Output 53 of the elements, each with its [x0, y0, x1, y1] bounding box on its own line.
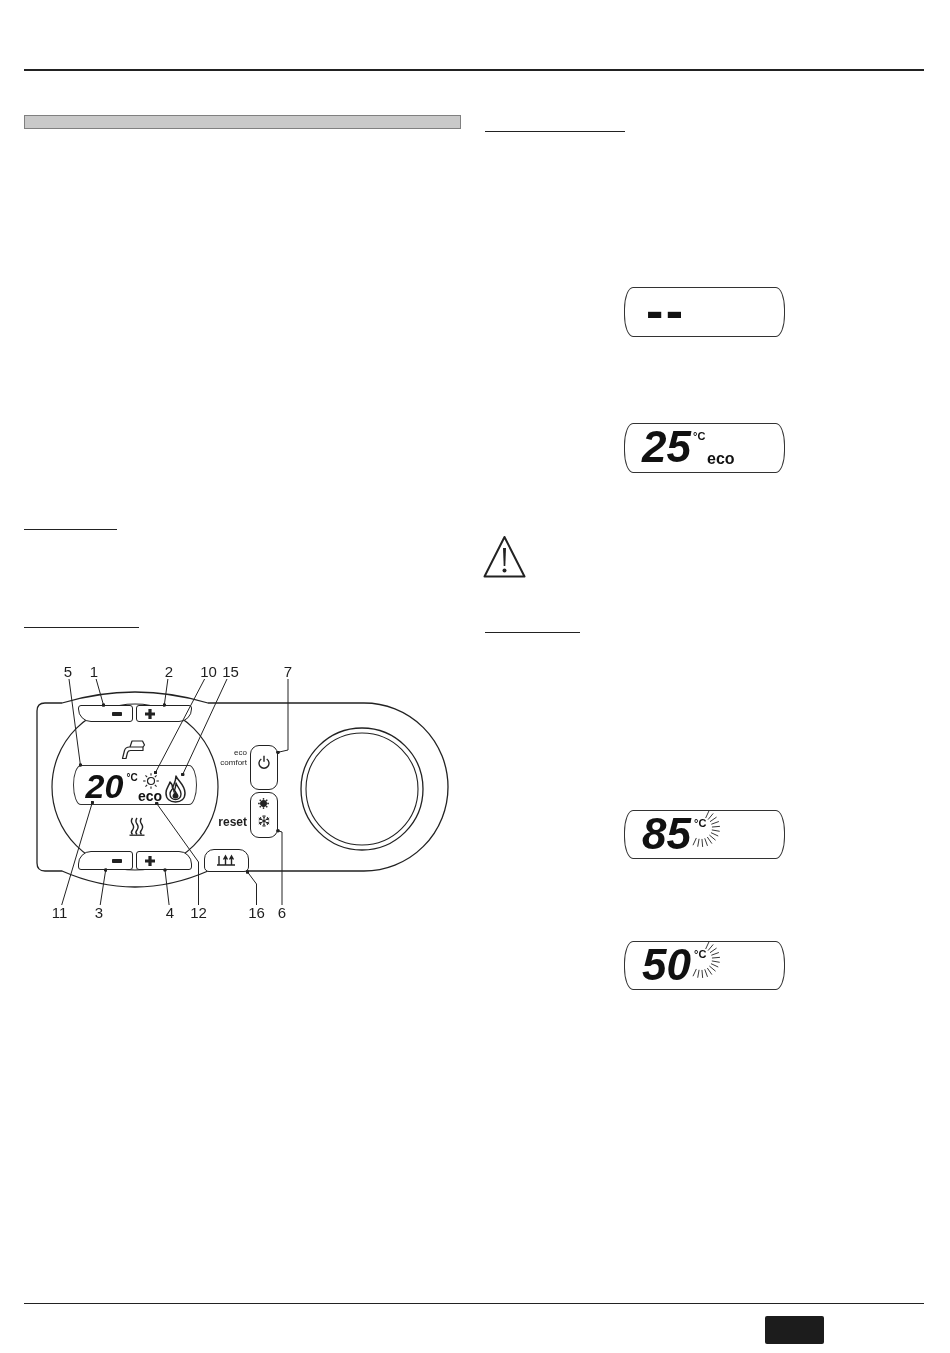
flame-icon	[164, 774, 186, 803]
leader-line	[180, 678, 228, 777]
callout-number: 11	[50, 905, 69, 920]
callout-number: 10	[199, 664, 218, 679]
pipe-button	[204, 849, 249, 872]
section-bar	[24, 115, 461, 129]
lcd-digits: - -	[646, 282, 678, 338]
callout-number: 5	[61, 664, 75, 679]
callout-number: 1	[87, 664, 101, 679]
temperature-unit: °C	[694, 949, 707, 960]
leader-line	[276, 678, 289, 755]
leader-line	[245, 870, 257, 906]
eco-indicator: eco	[707, 451, 735, 467]
leader-line	[68, 678, 83, 767]
lcd-display	[624, 287, 785, 337]
power-button	[250, 745, 278, 790]
lcd-display	[624, 423, 785, 473]
leader-line	[99, 868, 108, 906]
callout-number: 12	[189, 905, 208, 920]
callout-number: 6	[275, 905, 289, 920]
callout-number: 7	[281, 664, 295, 679]
lcd-digits: 25	[642, 425, 691, 469]
lcd-digits: 20	[85, 768, 124, 803]
temperature-unit: °C	[694, 818, 707, 829]
callout-number: 4	[163, 905, 177, 920]
sun-icon	[142, 772, 159, 789]
plus-button	[136, 851, 192, 870]
leader-line	[154, 801, 199, 906]
leader-line	[153, 678, 206, 775]
minus-button	[78, 705, 133, 722]
reset-button	[250, 792, 278, 838]
page-tab	[765, 1316, 824, 1344]
minus-button	[78, 851, 133, 870]
key-caption: eco comfort	[219, 748, 247, 768]
callout-number: 15	[221, 664, 240, 679]
callout-number: 16	[247, 905, 266, 920]
leader-line	[95, 678, 106, 707]
leader-line	[163, 868, 170, 906]
lcd-display	[624, 810, 785, 859]
temperature-unit: °C	[126, 772, 138, 783]
plus-button	[136, 705, 192, 722]
lcd-digits: 50	[642, 943, 691, 987]
temperature-unit: °C	[693, 431, 706, 442]
callout-number: 3	[92, 905, 106, 920]
callout-number: 2	[162, 664, 176, 679]
leader-line	[162, 678, 169, 707]
eco-indicator: eco	[137, 788, 163, 804]
lcd-display	[73, 765, 197, 805]
lcd-display	[624, 941, 785, 990]
lcd-digits: 85	[642, 812, 691, 856]
key-caption: reset	[217, 815, 247, 829]
leader-line	[276, 829, 283, 906]
leader-line	[61, 800, 95, 906]
